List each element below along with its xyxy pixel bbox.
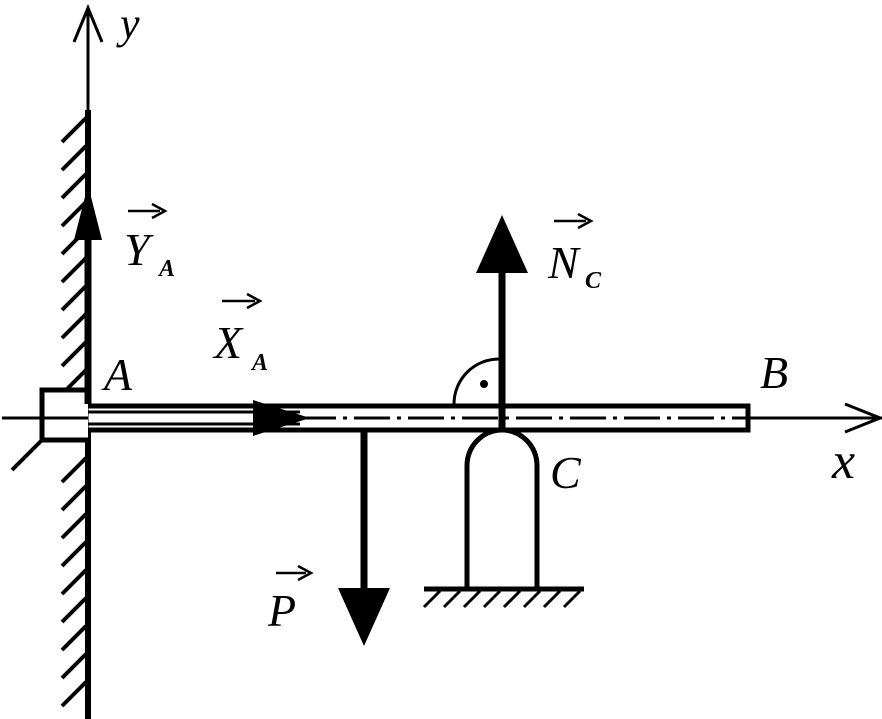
- force-xa-subscript: A: [250, 350, 268, 376]
- force-ya-letter: Y: [124, 224, 154, 275]
- force-ya-subscript: A: [157, 256, 175, 282]
- y-axis-arrowhead: [72, 4, 104, 43]
- x-axis-arrowhead: [844, 402, 882, 434]
- force-nc-subscript: C: [585, 268, 602, 294]
- point-b-label: B: [760, 347, 788, 398]
- wall-hatching: [10, 116, 88, 708]
- y-axis-label: y: [116, 0, 140, 48]
- force-ya-arrow: [74, 185, 102, 240]
- point-a-label: A: [101, 349, 133, 400]
- force-nc-arrow: [476, 215, 528, 273]
- force-xa-letter: X: [212, 317, 244, 368]
- ground-hatching-c: [422, 589, 582, 609]
- force-p-letter: P: [267, 585, 296, 636]
- force-nc-letter: N: [547, 237, 581, 288]
- force-ya-label: Y A: [124, 202, 175, 282]
- x-axis-label: x: [831, 433, 855, 490]
- force-xa-label: X A: [212, 292, 268, 376]
- force-nc-label: N C: [547, 212, 602, 294]
- force-p-label: P: [267, 564, 314, 636]
- point-c-label: C: [550, 447, 582, 498]
- roller-support-c: [464, 427, 540, 587]
- right-angle-arc: [452, 357, 500, 405]
- force-xa-arrow: [253, 400, 310, 436]
- right-angle-dot: [480, 380, 488, 388]
- force-p-arrow: [338, 588, 390, 646]
- pin-bracket-a: [39, 387, 88, 443]
